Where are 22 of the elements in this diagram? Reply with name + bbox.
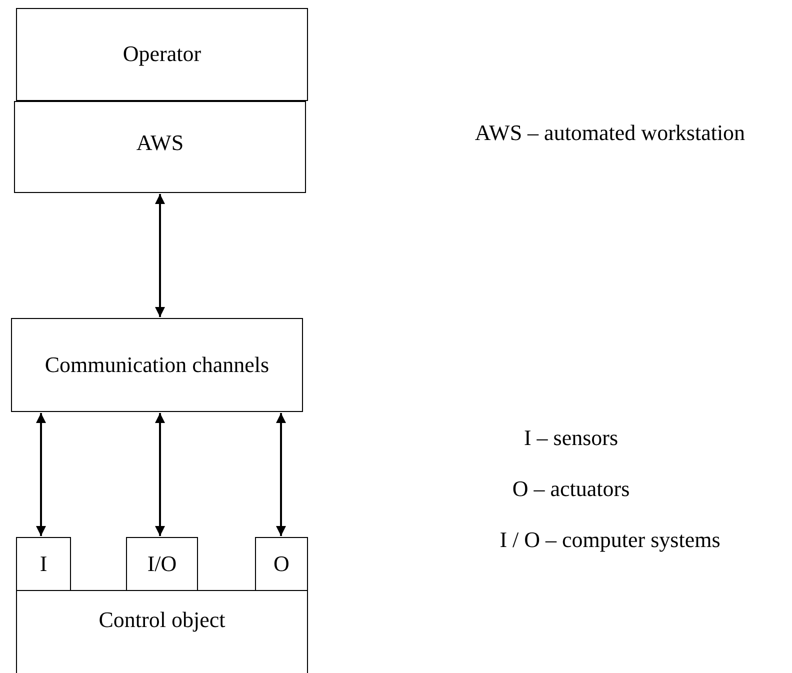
box-label: AWS [136,129,184,157]
box-label: Communication channels [44,350,270,379]
process-box [126,537,198,591]
double-arrow [36,413,46,536]
legend-note: I / O – computer systems [498,527,722,554]
box-label: I [40,550,48,578]
double-arrow [276,413,286,536]
process-box [16,8,308,101]
process-box [16,537,71,591]
double-arrow [155,413,165,536]
process-box [11,318,303,412]
legend-note: O – actuators [511,476,631,502]
legend-note: I – sensors [522,425,620,452]
box-label: I/O [147,550,177,578]
double-arrow [155,194,165,317]
process-box [16,590,308,673]
process-box [14,101,306,193]
box-label: O [274,550,290,578]
box-label: Operator [122,40,202,68]
box-label: Control object [98,606,226,634]
legend-note: AWS – automated workstation [474,120,746,146]
process-box [255,537,308,591]
